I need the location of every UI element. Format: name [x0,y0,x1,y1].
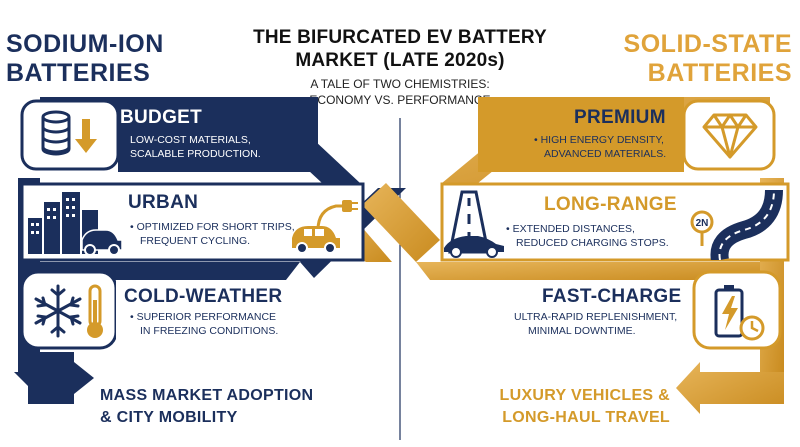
subtitle: A TALE OF TWO CHEMISTRIES: ECONOMY VS. P… [270,76,530,108]
fast-charge-card-frame [450,270,782,350]
solid-state-title-line-2: BATTERIES [647,59,792,87]
urban-text: • OPTIMIZED FOR SHORT TRIPS, FREQUENT CY… [130,220,295,248]
long-range-text-line-2: REDUCED CHARGING STOPS. [516,237,669,249]
fast-charge-heading: FAST-CHARGE [542,286,682,307]
premium-text-line-2: ADVANCED MATERIALS. [544,148,667,160]
budget-text: LOW-COST MATERIALS, SCALABLE PRODUCTION. [130,133,261,161]
budget-card: BUDGET LOW-COST MATERIALS, SCALABLE PROD… [20,97,320,172]
urban-text-line-2: FREQUENT CYCLING. [140,235,251,247]
solid-state-footer-line-2: LONG-HAUL TRAVEL [502,409,670,426]
budget-text-line-2: SCALABLE PRODUCTION. [130,148,261,160]
sodium-ion-title-line-1: SODIUM-ION [6,30,164,58]
sodium-ion-title-line-2: BATTERIES [6,59,151,87]
sodium-ion-footer: MASS MARKET ADOPTION & CITY MOBILITY [100,385,380,429]
road-sign-label: 2N [696,218,709,229]
subtitle-line-1: A TALE OF TWO CHEMISTRIES: [310,77,490,91]
sports-car-icon [444,236,504,258]
winding-road-icon: 2N [690,189,783,260]
long-range-text: • EXTENDED DISTANCES, REDUCED CHARGING S… [506,222,669,250]
diamond-icon [702,113,758,159]
subtitle-line-2: ECONOMY VS. PERFORMANCE [309,93,491,107]
solid-state-title: SOLID-STATE BATTERIES [560,30,792,88]
urban-text-line-1: • OPTIMIZED FOR SHORT TRIPS, [130,221,295,233]
premium-card: PREMIUM • HIGH ENERGY DENSITY, ADVANCED … [478,97,778,172]
fast-charge-text: ULTRA-RAPID REPLENISHMENT, MINIMAL DOWNT… [514,310,677,338]
sodium-ion-footer-line-1: MASS MARKET ADOPTION [100,387,314,404]
main-title: THE BIFURCATED EV BATTERY MARKET (LATE 2… [250,26,550,72]
battery-bolt-clock-icon [714,285,765,341]
fast-charge-text-line-1: ULTRA-RAPID REPLENISHMENT, [514,311,678,323]
cold-weather-card: COLD-WEATHER • SUPERIOR PERFORMANCE IN F… [20,266,360,352]
snowflake-thermometer-icon [34,284,103,338]
cold-weather-text-line-2: IN FREEZING CONDITIONS. [140,325,279,337]
long-range-text-line-1: • EXTENDED DISTANCES, [506,223,635,235]
premium-heading: PREMIUM [574,107,666,128]
budget-text-line-1: LOW-COST MATERIALS, [130,134,251,146]
main-title-line-1: THE BIFURCATED EV BATTERY [253,27,547,48]
ev-charging-car-icon [292,200,358,254]
premium-text-line-1: • HIGH ENERGY DENSITY, [534,134,664,146]
solid-state-footer: LUXURY VEHICLES & LONG-HAUL TRAVEL [430,385,670,429]
premium-text: • HIGH ENERGY DENSITY, ADVANCED MATERIAL… [534,133,666,161]
fast-charge-card: FAST-CHARGE ULTRA-RAPID REPLENISHMENT, M… [450,266,782,352]
budget-card-frame [20,97,318,172]
solid-state-title-line-1: SOLID-STATE [623,30,792,58]
budget-heading: BUDGET [120,107,203,128]
cold-weather-heading: COLD-WEATHER [124,286,283,307]
urban-card: URBAN • OPTIMIZED FOR SHORT TRIPS, FREQU… [20,182,365,262]
long-range-heading: LONG-RANGE [544,194,677,215]
sodium-ion-title: SODIUM-ION BATTERIES [6,30,226,88]
fast-charge-text-line-2: MINIMAL DOWNTIME. [528,325,636,337]
main-title-line-2: MARKET (LATE 2020s) [295,50,505,71]
sodium-ion-footer-line-2: & CITY MOBILITY [100,409,238,426]
cold-weather-text: • SUPERIOR PERFORMANCE IN FREEZING CONDI… [130,310,278,338]
urban-heading: URBAN [128,192,199,213]
cold-weather-text-line-1: • SUPERIOR PERFORMANCE [130,311,277,323]
premium-card-frame [478,97,776,172]
long-range-card: LONG-RANGE • EXTENDED DISTANCES, REDUCED… [440,182,790,262]
city-car-icon [28,192,123,256]
coins-down-icon [41,110,97,156]
solid-state-footer-line-1: LUXURY VEHICLES & [499,387,670,404]
